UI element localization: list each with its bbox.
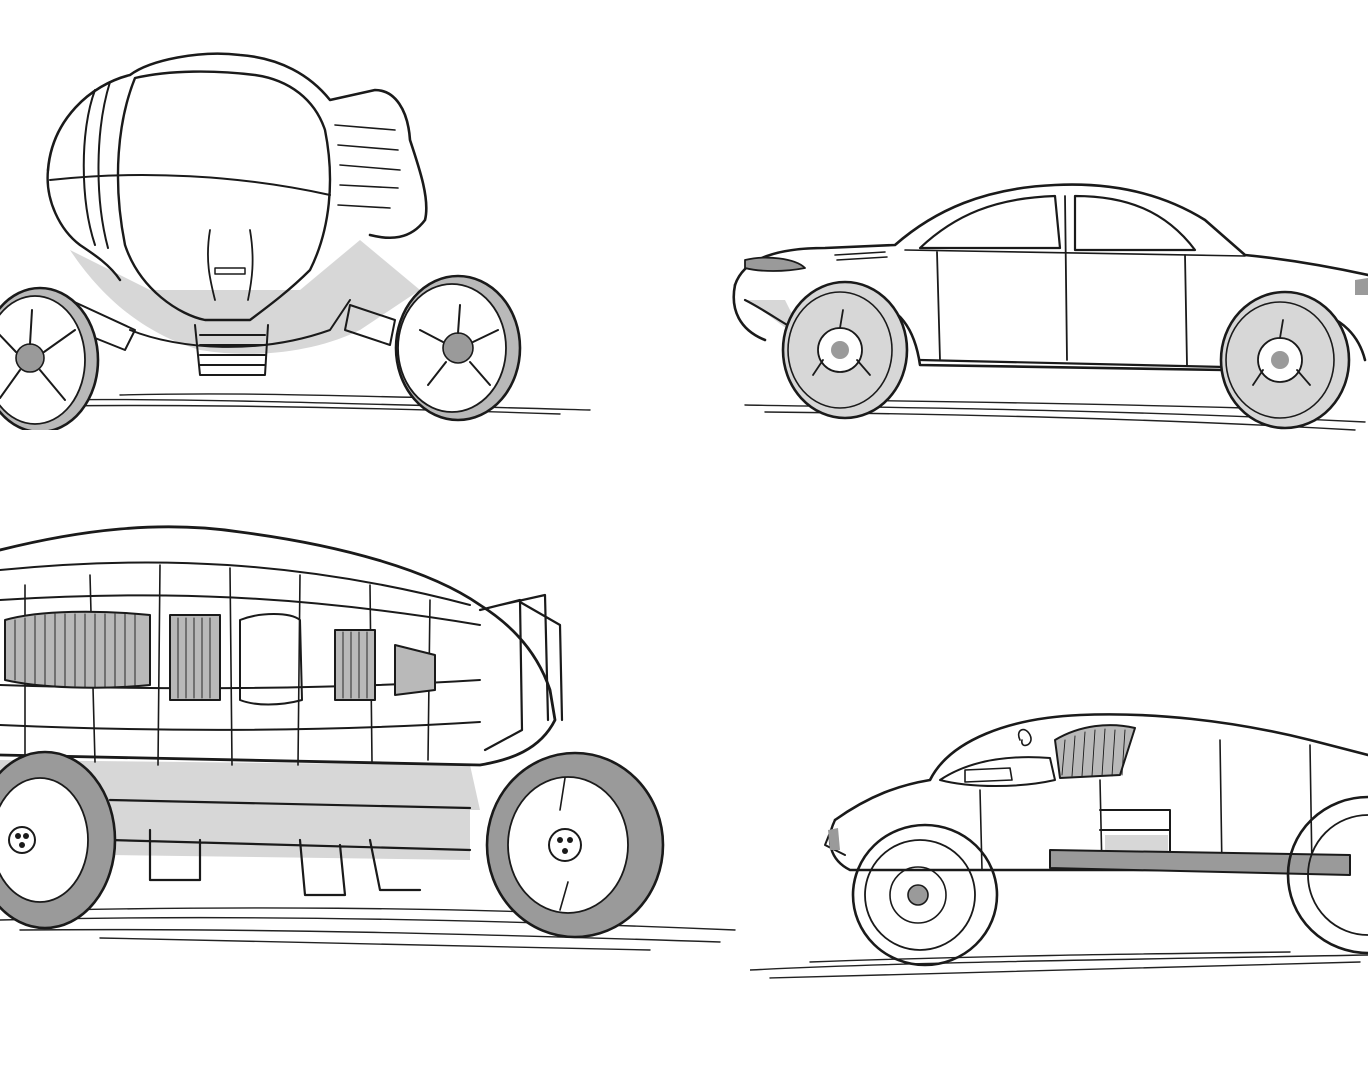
vintage-racer-sketch [750, 713, 1368, 979]
capsule-vehicle-sketch [0, 525, 736, 951]
pod-car-sketch [0, 52, 591, 430]
sedan-sketch [732, 183, 1368, 431]
